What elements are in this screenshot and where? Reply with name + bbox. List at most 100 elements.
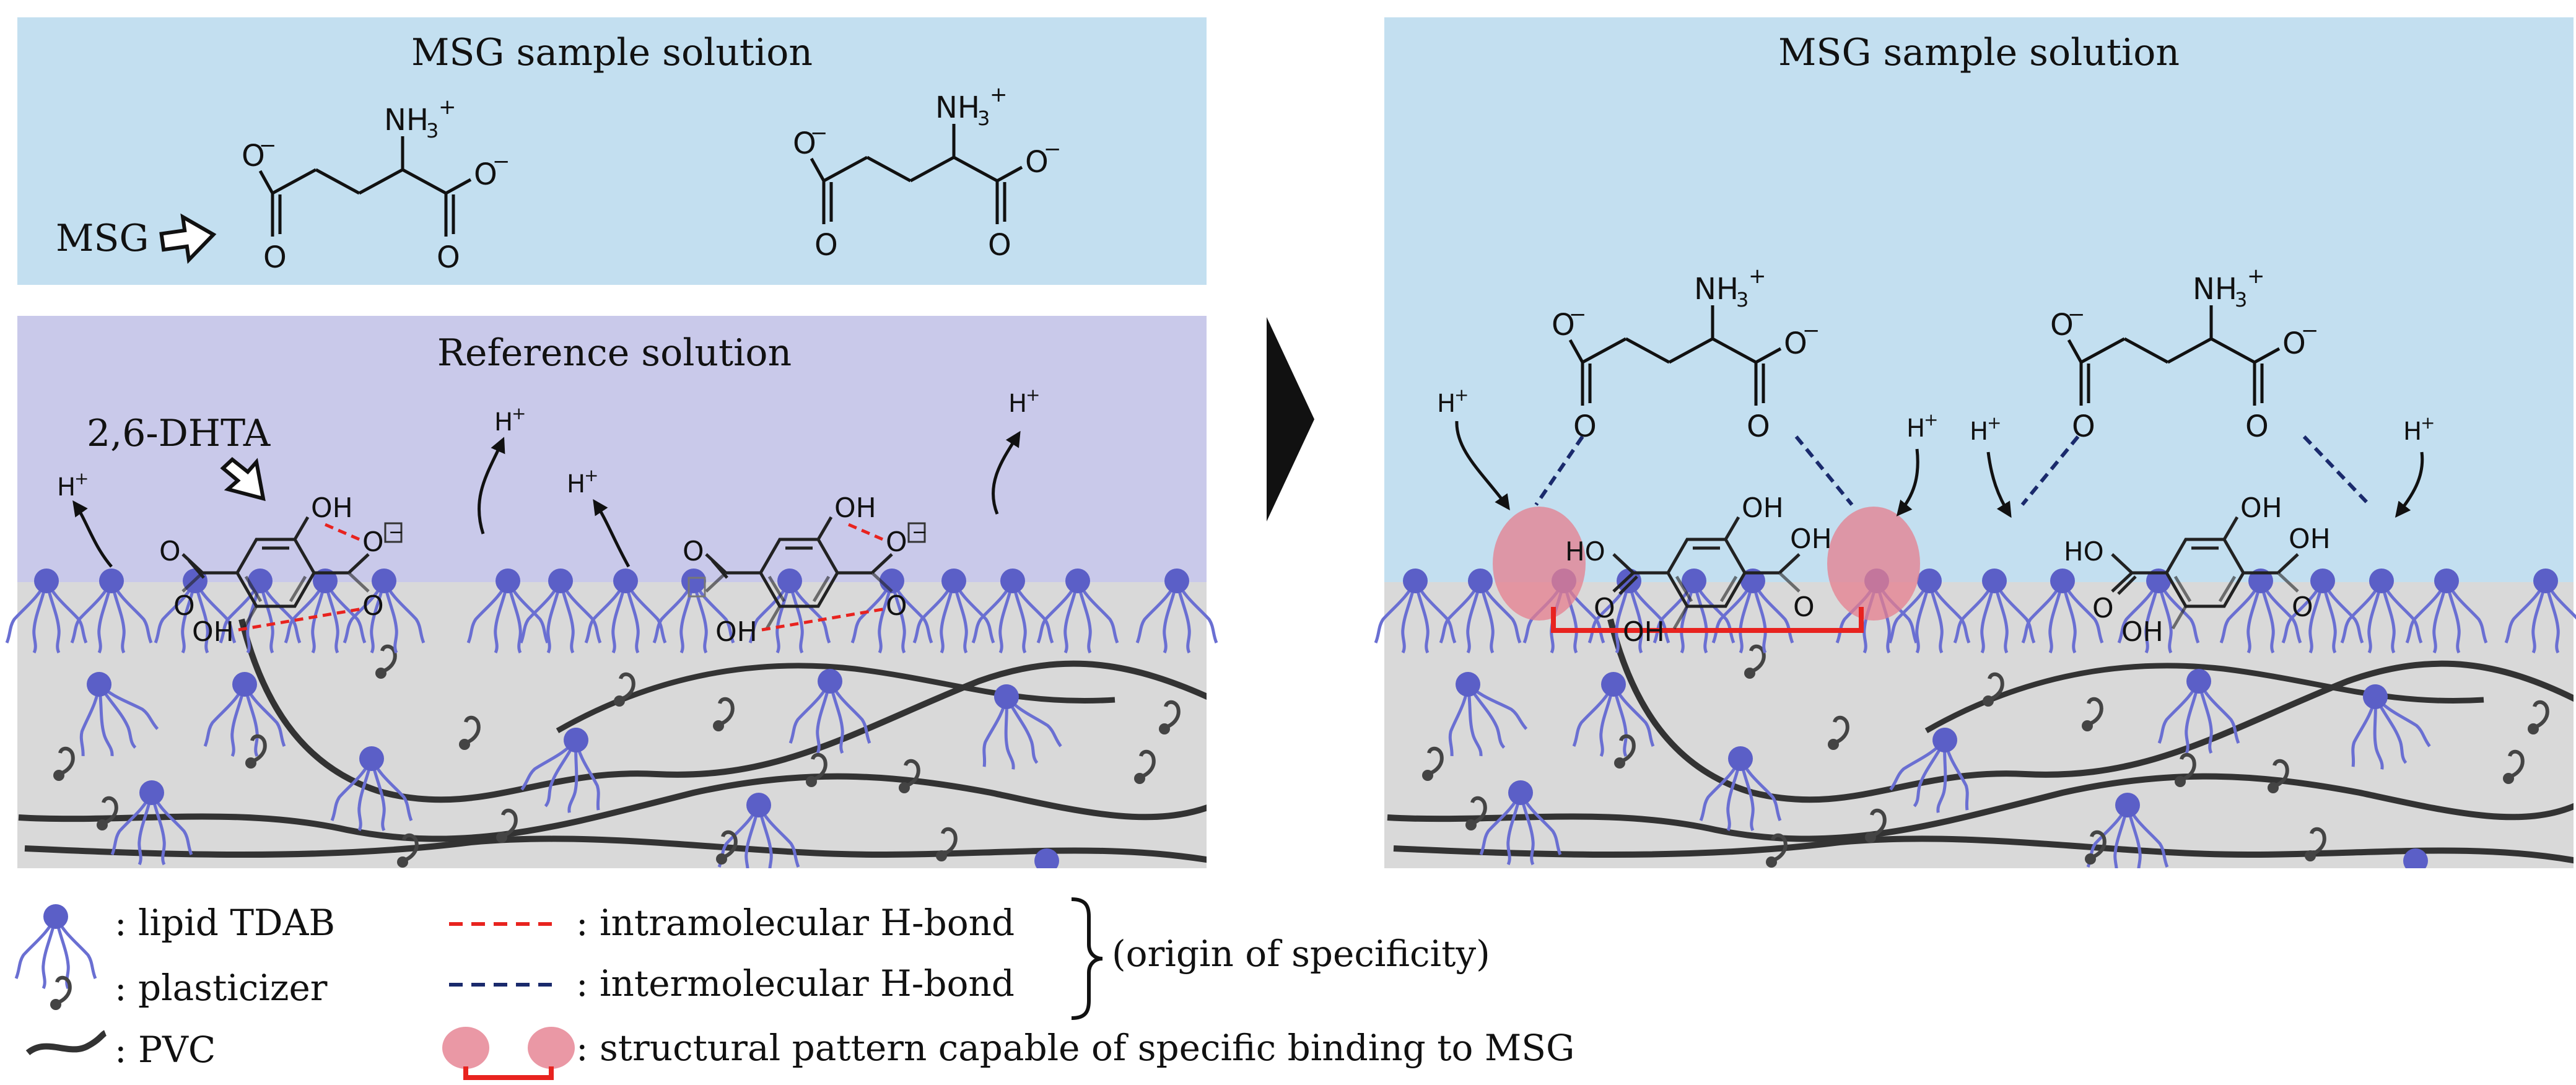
svg-text:OH: OH [311, 492, 353, 524]
svg-text:OH: OH [715, 616, 758, 648]
left-membrane-matrix [18, 618, 1207, 933]
right-membrane [1384, 582, 2574, 868]
pvc-chain [556, 663, 1116, 733]
svg-text:NH: NH [935, 90, 980, 125]
legend-intra-label: : intramolecular H-bond [576, 902, 1015, 944]
svg-text:O: O [362, 590, 384, 622]
legend-lipid-label: : lipid TDAB [115, 902, 335, 944]
svg-text:HO: HO [1565, 536, 1605, 567]
svg-text:O: O [683, 536, 704, 567]
svg-text:O: O [2050, 308, 2074, 342]
svg-text:O: O [1793, 591, 1815, 623]
svg-text:O: O [1594, 593, 1615, 624]
pvc-chain [238, 618, 1207, 803]
legend-pattern-icon-left [442, 1027, 489, 1069]
legend-pvc-label: : PVC [115, 1029, 216, 1071]
svg-text:+: + [990, 82, 1008, 107]
svg-text:H: H [494, 408, 513, 437]
svg-text:−: − [912, 521, 927, 543]
svg-text:+: + [74, 468, 89, 489]
svg-text:O: O [1784, 326, 1807, 361]
svg-text:HO: HO [2064, 536, 2104, 567]
svg-text:+: + [1026, 385, 1040, 405]
svg-text:OH: OH [2289, 523, 2331, 555]
legend-origin-label: (origin of specificity) [1112, 933, 1490, 975]
svg-text:O: O [437, 240, 460, 275]
svg-text:+: + [584, 465, 598, 486]
svg-text:NH: NH [1694, 272, 1739, 307]
svg-text:+: + [1454, 385, 1469, 405]
svg-text:OH: OH [192, 616, 234, 648]
svg-text:O: O [2092, 593, 2114, 624]
msg-arrow-icon [159, 213, 217, 264]
svg-text:OH: OH [1790, 523, 1832, 555]
svg-text:O: O [793, 126, 816, 161]
svg-text:+: + [439, 95, 456, 120]
msg-molecule-right-1: O − O NH 3 + O O − [1552, 264, 1820, 444]
svg-text:H: H [1437, 390, 1456, 418]
svg-text:−: − [1569, 302, 1587, 327]
intermolecular-hbonds [1534, 435, 2371, 507]
msg-molecule-left-2: O − O NH 3 + O O − [793, 82, 1062, 263]
svg-text:+: + [1987, 412, 2001, 433]
left-sample-solution-box [17, 17, 1207, 285]
right-sample-title: MSG sample solution [1778, 31, 2180, 74]
svg-text:H: H [2403, 417, 2422, 446]
legend-brace-icon [1071, 897, 1103, 1020]
msg-molecule-left-1: O − O NH 3 + O O − [242, 95, 510, 275]
svg-text:+: + [512, 403, 526, 424]
proton-uptake-arrows-right: H + H + H + H + [1437, 385, 2435, 518]
pvc-chain [1607, 618, 2574, 803]
svg-text:3: 3 [2235, 288, 2247, 312]
svg-text:O: O [1573, 409, 1597, 444]
msg-label: MSG [56, 217, 149, 260]
right-sample-solution-box [1384, 17, 2574, 582]
svg-text:+: + [1924, 409, 1938, 430]
svg-text:H: H [1970, 417, 1988, 446]
dhta-label: 2,6-DHTA [87, 412, 271, 455]
svg-text:+: + [2421, 412, 2435, 433]
legend-plasticizer-label: : plasticizer [115, 967, 328, 1009]
svg-text:−: − [2301, 318, 2319, 343]
svg-text:H: H [1906, 414, 1925, 443]
dhta-molecule-left-1: O O OH OH O − O [159, 492, 404, 648]
svg-text:NH: NH [2193, 272, 2237, 307]
dhta-molecule-left-2: O OH OH O − O [683, 492, 927, 648]
dhta-molecule-right-2: HO O OH OH OH O [2064, 492, 2331, 648]
svg-text:−: − [388, 521, 404, 543]
legend: : lipid TDAB : plasticizer : PVC : intra… [16, 897, 1574, 1080]
svg-text:O: O [814, 228, 838, 263]
transition-arrow-icon [1267, 317, 1314, 521]
dhta-molecule-right-1: HO O OH OH OH O [1565, 492, 1832, 648]
svg-text:H: H [567, 470, 585, 499]
svg-text:H: H [1008, 390, 1027, 418]
svg-text:O: O [474, 157, 497, 192]
legend-inter-label: : intermolecular H-bond [576, 962, 1015, 1004]
svg-text:3: 3 [977, 107, 990, 130]
legend-pattern-icon-right [528, 1027, 575, 1069]
svg-text:+: + [2247, 264, 2265, 289]
pvc-chain [18, 773, 1207, 842]
svg-text:O: O [2292, 591, 2313, 623]
svg-text:O: O [2245, 409, 2269, 444]
svg-text:OH: OH [834, 492, 876, 524]
svg-text:−: − [2067, 302, 2085, 327]
svg-text:OH: OH [2240, 492, 2282, 524]
svg-text:OH: OH [1623, 616, 1665, 648]
svg-text:O: O [988, 228, 1011, 263]
legend-pvc-icon [25, 1030, 107, 1056]
dhta-arrow-icon [220, 457, 266, 502]
svg-text:3: 3 [426, 119, 439, 142]
svg-text:O: O [886, 590, 907, 622]
svg-text:OH: OH [1742, 492, 1784, 524]
proton-release-arrows-left: H + H + H + H + [57, 385, 1040, 568]
reference-title: Reference solution [437, 331, 792, 375]
svg-text:NH: NH [384, 103, 429, 137]
right-membrane-matrix [1387, 618, 2574, 933]
svg-text:O: O [1552, 308, 1575, 342]
svg-text:3: 3 [1736, 288, 1749, 312]
binding-pattern-highlight [1493, 507, 1920, 633]
svg-text:O: O [159, 536, 181, 567]
svg-text:−: − [1802, 318, 1820, 343]
